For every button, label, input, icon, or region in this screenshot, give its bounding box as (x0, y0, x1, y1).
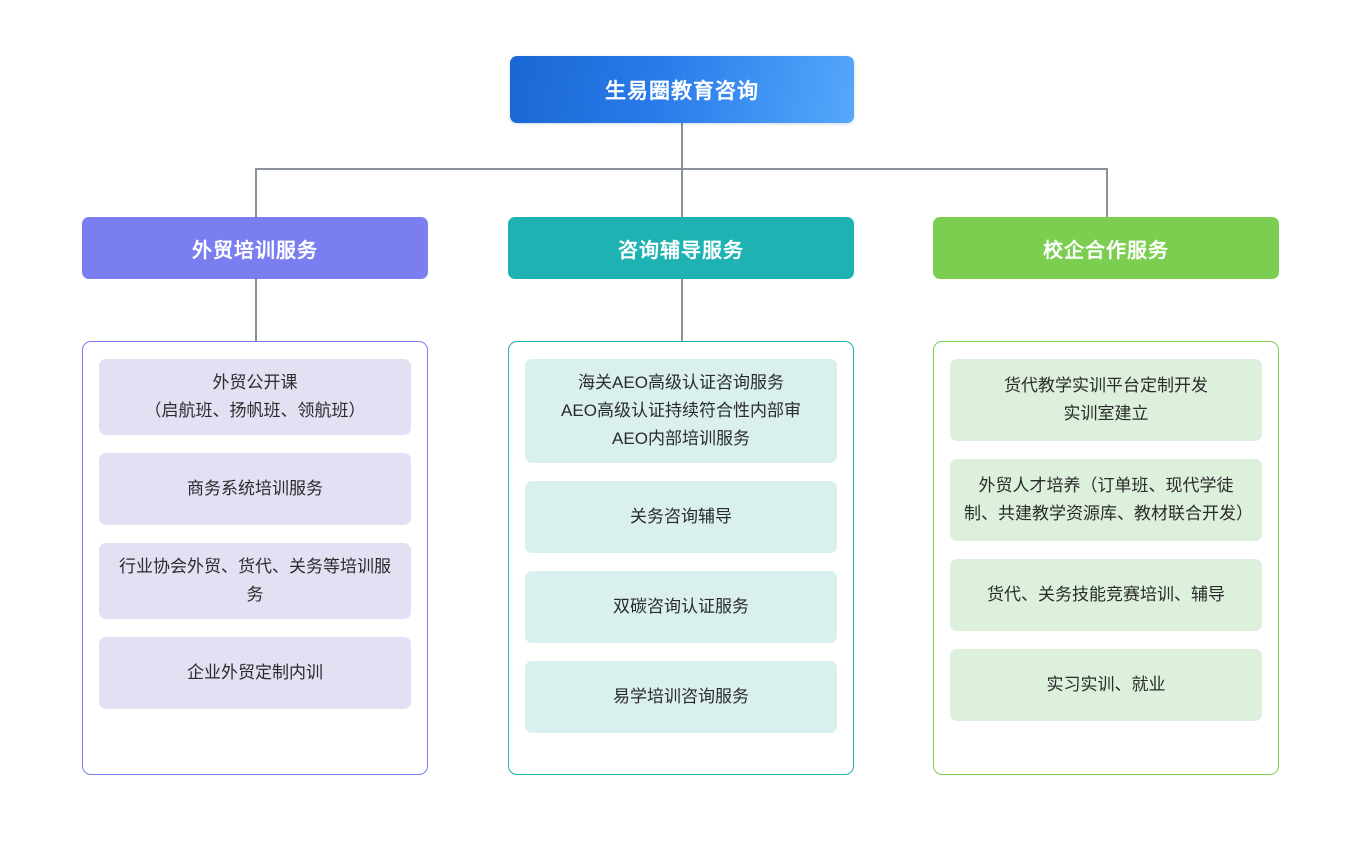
connector-drop-branch-3 (1106, 168, 1108, 217)
leaf-item[interactable]: 商务系统培训服务 (99, 453, 411, 525)
leaf-item[interactable]: 企业外贸定制内训 (99, 637, 411, 709)
root-node[interactable]: 生易圈教育咨询 (510, 56, 854, 123)
leaf-item[interactable]: 易学培训咨询服务 (525, 661, 837, 733)
leaf-item[interactable]: 外贸公开课 （启航班、扬帆班、领航班） (99, 359, 411, 435)
branch-group-consulting-coaching: 海关AEO高级认证咨询服务 AEO高级认证持续符合性内部审 AEO内部培训服务 … (508, 341, 854, 775)
branch-group-school-enterprise: 货代教学实训平台定制开发 实训室建立 外贸人才培养（订单班、现代学徒制、共建教学… (933, 341, 1279, 775)
branch-column-foreign-trade-training: 外贸培训服务 外贸公开课 （启航班、扬帆班、领航班） 商务系统培训服务 行业协会… (82, 217, 428, 775)
leaf-item[interactable]: 货代、关务技能竞赛培训、辅导 (950, 559, 1262, 631)
connector-root-trunk (681, 123, 683, 169)
leaf-item[interactable]: 双碳咨询认证服务 (525, 571, 837, 643)
leaf-item[interactable]: 海关AEO高级认证咨询服务 AEO高级认证持续符合性内部审 AEO内部培训服务 (525, 359, 837, 463)
connector-drop-branch-1 (255, 168, 257, 217)
leaf-item[interactable]: 关务咨询辅导 (525, 481, 837, 553)
connector-drop-branch-2 (681, 168, 683, 217)
connector-horizontal-bus (255, 168, 1107, 170)
branch-header-consulting-coaching[interactable]: 咨询辅导服务 (508, 217, 854, 279)
leaf-item[interactable]: 外贸人才培养（订单班、现代学徒制、共建教学资源库、教材联合开发） (950, 459, 1262, 541)
branch-header-school-enterprise[interactable]: 校企合作服务 (933, 217, 1279, 279)
leaf-item[interactable]: 实习实训、就业 (950, 649, 1262, 721)
leaf-item[interactable]: 行业协会外贸、货代、关务等培训服务 (99, 543, 411, 619)
branch-column-school-enterprise: 校企合作服务 货代教学实训平台定制开发 实训室建立 外贸人才培养（订单班、现代学… (933, 217, 1279, 775)
branch-header-foreign-trade-training[interactable]: 外贸培训服务 (82, 217, 428, 279)
branch-column-consulting-coaching: 咨询辅导服务 海关AEO高级认证咨询服务 AEO高级认证持续符合性内部审 AEO… (508, 217, 854, 775)
leaf-item[interactable]: 货代教学实训平台定制开发 实训室建立 (950, 359, 1262, 441)
branch-group-foreign-trade-training: 外贸公开课 （启航班、扬帆班、领航班） 商务系统培训服务 行业协会外贸、货代、关… (82, 341, 428, 775)
